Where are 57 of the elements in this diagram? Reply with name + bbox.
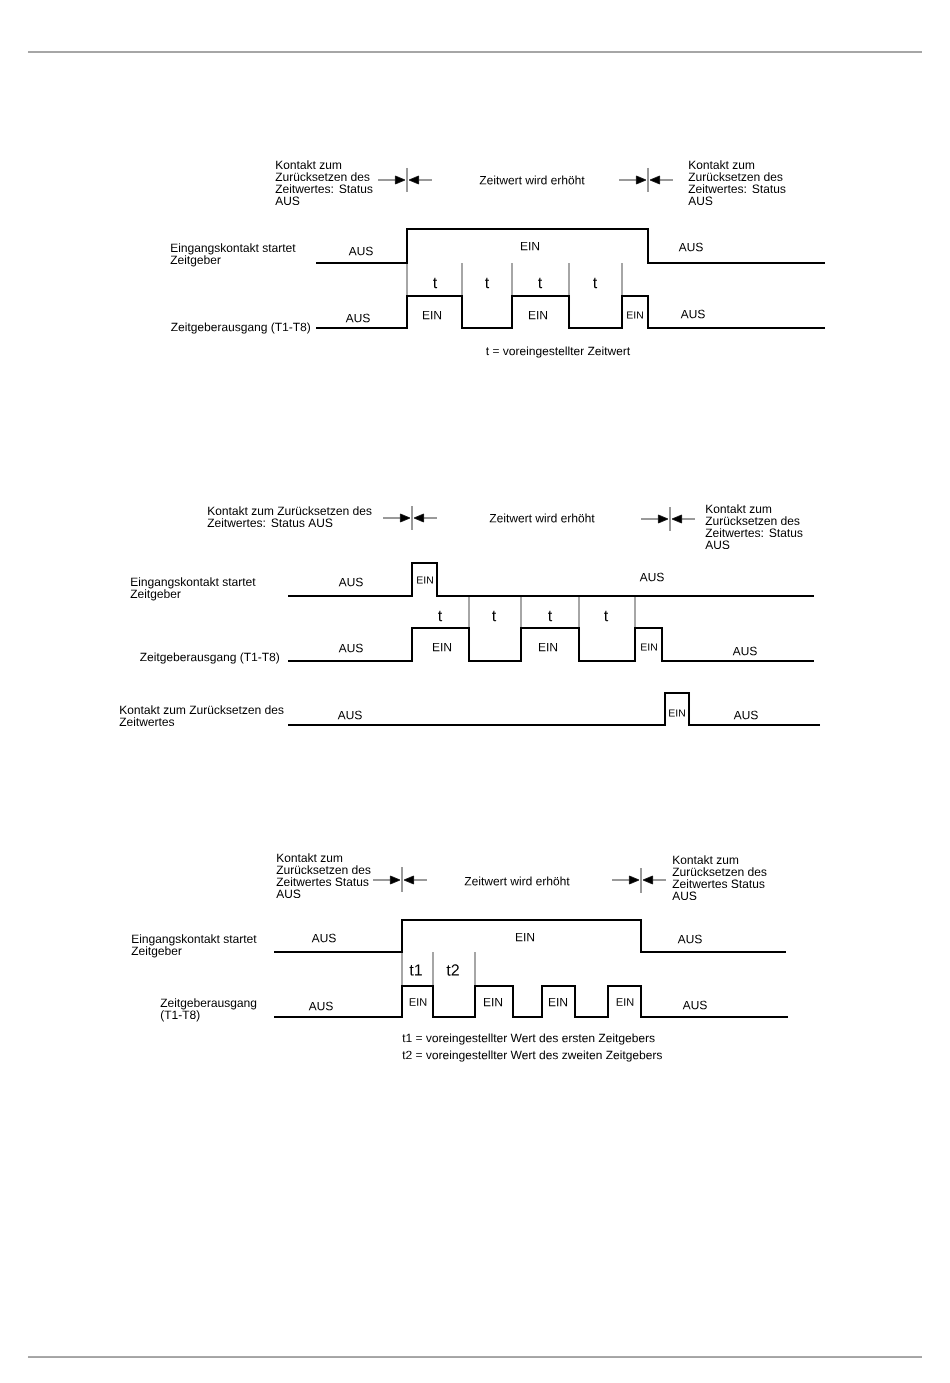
annotation-text: Zeitwert wird erhöht [479, 175, 585, 185]
state-label: AUS [348, 246, 373, 256]
state-label: EIN [409, 998, 427, 1006]
state-label: AUS [308, 1001, 333, 1011]
state-label: AUS [338, 577, 363, 587]
state-label: EIN [669, 709, 685, 717]
state-label: EIN [539, 642, 558, 652]
annotation-text: Kontakt zum Zurücksetzen des Zeitwertes Status AUS [672, 855, 767, 900]
state-label: EIN [641, 643, 657, 651]
annotation-text: Kontakt zum Zurücksetzen des Zeitwertes: Status AUS [207, 506, 372, 527]
note-text: t2 = voreingestellter Wert des zweiten Zeitgebers [402, 1050, 662, 1062]
interval-label: t [593, 277, 598, 289]
state-label: EIN [516, 932, 535, 942]
signal-name: Eingangskontakt startet Zeitgeber [130, 577, 256, 601]
state-label: EIN [417, 576, 433, 584]
state-label: AUS [337, 710, 362, 720]
annotation-text: Zeitwert wird erhöht [489, 513, 595, 523]
state-label: EIN [529, 310, 548, 320]
note-text: t1 = voreingestellter Wert des ersten Zeitgebers [402, 1033, 655, 1045]
state-label: EIN [433, 642, 452, 652]
state-label: AUS [732, 646, 757, 656]
annotation-text: Kontakt zum Zurücksetzen des Zeitwertes Status AUS [276, 853, 371, 898]
state-label: AUS [733, 710, 758, 720]
interval-label: t1 [409, 964, 422, 976]
state-label: AUS [338, 643, 363, 653]
annotation-text: Kontakt zum Zurücksetzen des Zeitwertes: Status AUS [275, 160, 373, 205]
state-label: AUS [680, 309, 705, 319]
interval-label: t [433, 277, 438, 289]
signal-name: Zeitgeberausgang (T1-T8) [140, 652, 279, 664]
state-label: AUS [345, 313, 370, 323]
signal-name: Kontakt zum Zurücksetzen des Zeitwertes [119, 705, 284, 726]
note-text: t = voreingestellter Zeitwert [486, 346, 631, 358]
annotation-text: Kontakt zum Zurücksetzen des Zeitwertes: Status AUS [705, 504, 803, 549]
signal-name: Eingangskontakt startet Zeitgeber [131, 934, 257, 958]
interval-label: t [538, 277, 543, 289]
state-label: AUS [311, 933, 336, 943]
state-label: EIN [549, 997, 568, 1007]
annotation-text: Zeitwert wird erhöht [464, 876, 570, 886]
interval-label: t [548, 610, 553, 622]
state-label: AUS [678, 242, 703, 252]
state-label: EIN [627, 311, 643, 319]
state-label: EIN [616, 998, 634, 1006]
annotation-text: Kontakt zum Zurücksetzen des Zeitwertes: Status AUS [688, 160, 786, 205]
interval-label: t [492, 610, 497, 622]
signal-name: Zeitgeberausgang (T1-T8) [171, 322, 310, 334]
state-label: AUS [677, 934, 702, 944]
state-label: EIN [484, 997, 503, 1007]
interval-label: t [485, 277, 490, 289]
state-label: EIN [521, 241, 540, 251]
interval-label: t [604, 610, 609, 622]
state-label: AUS [682, 1000, 707, 1010]
state-label: EIN [423, 310, 442, 320]
state-label: AUS [639, 572, 664, 582]
signal-name: Zeitgeberausgang (T1-T8) [160, 998, 257, 1022]
signal-name: Eingangskontakt startet Zeitgeber [170, 243, 296, 267]
interval-label: t2 [446, 964, 459, 976]
interval-label: t [438, 610, 443, 622]
